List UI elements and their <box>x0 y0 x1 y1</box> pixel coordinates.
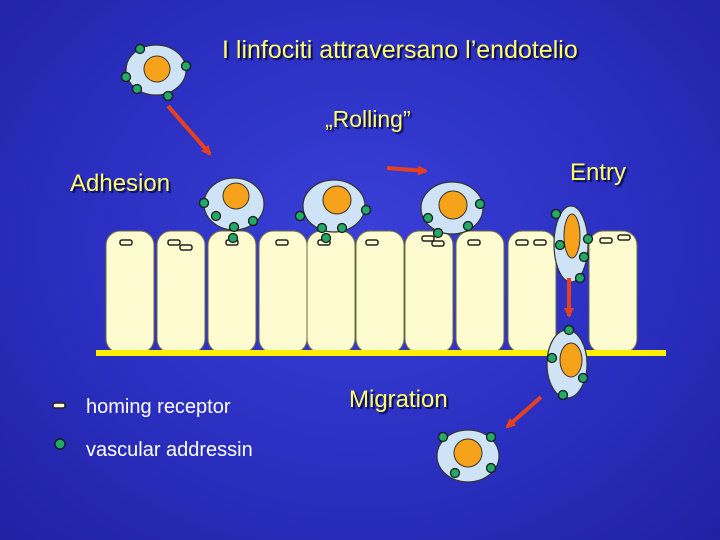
arrow-migration <box>505 395 543 429</box>
vascular-addressin-icon <box>554 239 566 251</box>
homing-receptor-icon <box>119 239 133 246</box>
vascular-addressin-icon <box>180 60 192 72</box>
vascular-addressin-icon <box>228 221 240 233</box>
vascular-addressin-icon <box>210 210 222 222</box>
vascular-addressin-icon <box>360 204 372 216</box>
vascular-addressin-icon <box>162 90 174 102</box>
adhesion-label: Adhesion <box>70 170 171 197</box>
legend-homing-receptor-icon <box>52 402 66 409</box>
nucleus-icon <box>222 182 250 210</box>
vascular-addressin-icon <box>574 272 586 284</box>
vascular-addressin-icon <box>134 43 146 55</box>
basement-membrane <box>96 350 666 356</box>
vascular-addressin-icon <box>227 232 239 244</box>
vascular-addressin-icon <box>485 431 497 443</box>
vascular-addressin-icon <box>546 352 558 364</box>
endothelial-cell <box>105 230 155 354</box>
endothelial-cell <box>258 230 308 354</box>
lymphocyte-adhesion <box>198 177 265 244</box>
entry-label: Entry <box>570 159 627 186</box>
vascular-addressin-icon <box>120 71 132 83</box>
endothelial-cell <box>455 230 505 354</box>
homing-receptor-icon <box>167 239 181 246</box>
homing-receptor-icon <box>275 239 289 246</box>
vascular-addressin-icon <box>422 212 434 224</box>
homing-receptor-icon <box>515 239 529 246</box>
vascular-addressin-icon <box>294 210 306 222</box>
vascular-addressin-icon <box>320 232 332 244</box>
vascular-addressin-icon <box>582 233 594 245</box>
lymphocyte-rolling-1 <box>294 179 372 244</box>
vascular-addressin-icon <box>198 197 210 209</box>
endothelial-cell <box>404 230 454 354</box>
endothelial-cell <box>588 230 638 354</box>
vascular-addressin-icon <box>563 324 575 336</box>
endothelial-layer <box>105 230 638 354</box>
endothelial-cell <box>306 230 356 354</box>
homing-receptor-icon <box>179 244 193 251</box>
vascular-addressin-icon <box>550 208 562 220</box>
lymphocyte-below-membrane <box>546 324 589 401</box>
vascular-addressin-icon <box>462 220 474 232</box>
endothelial-cell <box>207 230 257 354</box>
homing-receptor-icon <box>599 237 613 244</box>
vascular-addressin-icon <box>485 462 497 474</box>
nucleus-icon <box>438 190 468 220</box>
migration-label: Migration <box>349 386 448 413</box>
vascular-addressin-icon <box>247 215 259 227</box>
vascular-addressin-icon <box>131 83 143 95</box>
vascular-addressin-icon <box>336 222 348 234</box>
legend-vascular-addressin-icon <box>54 438 66 450</box>
endothelial-receptors <box>119 234 631 251</box>
rolling-label: „Rolling” <box>325 106 411 132</box>
endothelial-cell <box>355 230 405 354</box>
homing-receptor-icon <box>365 239 379 246</box>
slide-title: I linfociti attraversano l’endotelio <box>222 36 578 64</box>
endothelial-cell <box>507 230 557 354</box>
lymphocyte-migrating <box>436 429 500 483</box>
vascular-addressin-icon <box>437 431 449 443</box>
nucleus-icon <box>453 438 483 468</box>
nucleus-icon <box>559 342 583 378</box>
arrow-to-adhesion <box>166 104 212 156</box>
homing-receptor-icon <box>431 240 445 247</box>
vascular-addressin-icon <box>578 251 590 263</box>
vascular-addressin-icon <box>316 222 328 234</box>
vascular-addressin-icon <box>449 467 461 479</box>
nucleus-icon <box>563 213 581 259</box>
vascular-addressin-icon <box>577 372 589 384</box>
vascular-addressin-icon <box>432 227 444 239</box>
vascular-addressin-icon <box>474 198 486 210</box>
nucleus-icon <box>322 185 352 215</box>
lymphocyte-rolling-2 <box>420 181 486 239</box>
homing-receptor-icon <box>533 239 547 246</box>
nucleus-icon <box>143 55 171 83</box>
homing-receptor-icon <box>421 235 435 242</box>
arrow-rolling-direction <box>386 165 428 176</box>
lymphocyte-entry <box>550 205 594 284</box>
legend-homing-receptor-label: homing receptor <box>86 396 231 418</box>
lymphocyte-free <box>120 43 192 102</box>
homing-receptor-icon <box>617 234 631 241</box>
vascular-addressin-icon <box>557 389 569 401</box>
legend-vascular-addressin-label: vascular addressin <box>86 439 253 461</box>
homing-receptor-icon <box>467 239 481 246</box>
